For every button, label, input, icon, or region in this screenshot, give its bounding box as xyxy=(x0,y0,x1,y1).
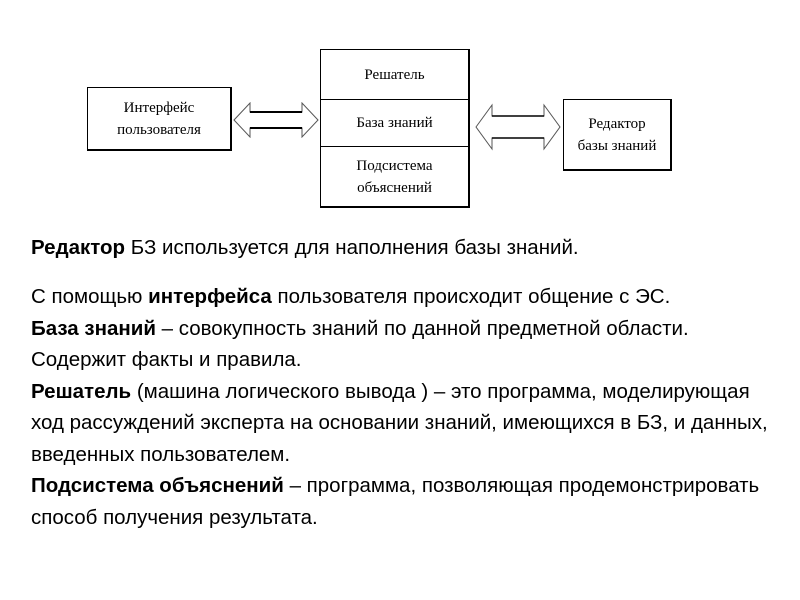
knowledge-editor-box: Редактор базы знаний xyxy=(563,99,672,171)
term-solver: Решатель xyxy=(31,379,132,403)
center-system-box: Решатель База знаний Подсистема объяснен… xyxy=(320,49,470,208)
knowledge-base-label: База знаний xyxy=(356,115,433,131)
divider xyxy=(321,99,468,100)
user-interface-box: Интерфейс пользователя xyxy=(87,87,232,151)
explanation-label-1: Подсистема xyxy=(356,157,433,174)
interface-prefix: С помощью xyxy=(31,285,149,308)
solver-label: Решатель xyxy=(364,66,425,83)
interface-description: пользователя происходит общение с ЭС. xyxy=(271,285,671,308)
term-editor: Редактор xyxy=(31,236,126,259)
term-explanation: Подсистема объяснений xyxy=(31,474,284,497)
solver-cell: Решатель xyxy=(321,50,468,99)
solver-description: (машина логического вывода ) – это прогр… xyxy=(31,379,768,466)
knowledge-base-cell: База знаний xyxy=(321,100,468,146)
term-knowledge-base: База знаний xyxy=(31,316,156,340)
knowledge-base-description: – совокупность знаний по данной предметн… xyxy=(31,316,689,372)
divider xyxy=(321,146,468,147)
editor-label-1: Редактор xyxy=(588,115,646,132)
double-arrow-right-icon xyxy=(475,103,561,151)
explanation-description: – программа, позволяющая продемонстриров… xyxy=(31,474,760,529)
explanation-cell: Подсистема объяснений xyxy=(321,147,468,206)
editor-paragraph: Редактор БЗ используется для наполнения … xyxy=(31,232,771,264)
term-interface: интерфейса xyxy=(148,285,272,308)
editor-label-2: базы знаний xyxy=(577,137,657,154)
editor-description: БЗ используется для наполнения базы знан… xyxy=(125,236,579,259)
definitions-paragraph: С помощью интерфейса пользователя происх… xyxy=(31,281,771,533)
interface-label-2: пользователя xyxy=(117,121,201,138)
interface-label-1: Интерфейс xyxy=(123,99,195,116)
double-arrow-left-icon xyxy=(233,102,319,138)
explanation-label-2: объяснений xyxy=(357,179,432,196)
